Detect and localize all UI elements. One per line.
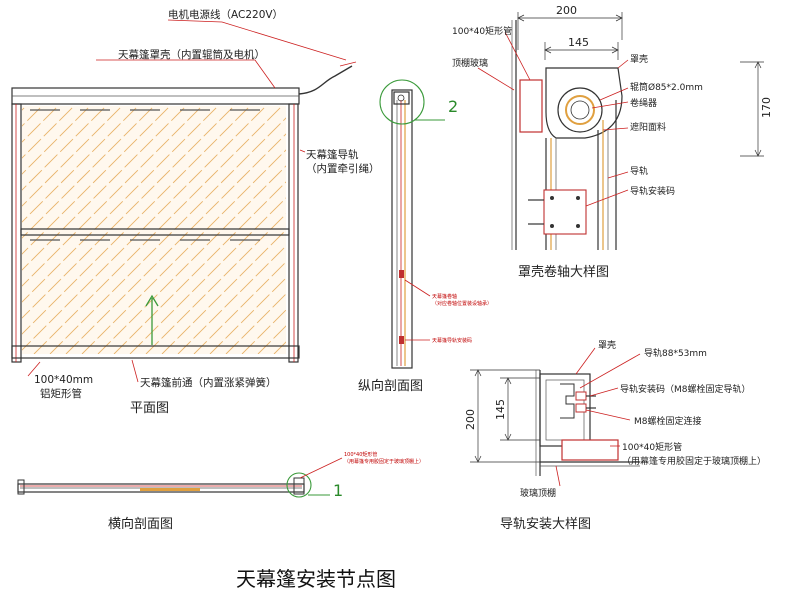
hatch-line [22, 106, 219, 303]
roll-tube-label: 100*40矩形管 [452, 25, 512, 37]
roll-dim-170: 170 [760, 97, 773, 118]
front-bar-label: 天幕篷前通（内置涨紧弹簧） [140, 376, 277, 389]
hatch-line [306, 106, 554, 354]
hatch-line [22, 106, 203, 287]
roll-shell [545, 67, 623, 139]
aluminium-tube-label: 铝矩形管 [40, 387, 82, 400]
hatch-line [290, 106, 538, 354]
rail-dim-145: 145 [494, 399, 507, 420]
cross-section-caption: 横向剖面图 [108, 516, 173, 532]
power-cable [298, 65, 353, 95]
roll-rope-label: 卷绳器 [630, 97, 657, 109]
roll-rail-bracket [543, 189, 587, 235]
roll-dim-145: 145 [568, 36, 589, 49]
hatch-line [209, 277, 286, 354]
rail-dim-200: 200 [464, 409, 477, 430]
long-section-marker-circle [379, 79, 425, 125]
long-section-note-bracket: 天幕篷导轨安装码 [432, 337, 472, 344]
plan-middle-bar [20, 228, 290, 236]
roll-rect-tube [519, 79, 543, 133]
roll-glass-label: 顶棚玻璃 [452, 57, 488, 69]
roll-roller-outer [557, 87, 603, 133]
cross-section-tube-note: 100*40矩形管 [344, 451, 377, 458]
rail-shell-label: 罩壳 [598, 339, 616, 351]
roll-detail-caption: 罩壳卷轴大样图 [518, 264, 609, 280]
long-section-body [391, 89, 413, 369]
hatch-line [97, 165, 286, 354]
hatch-line [22, 106, 171, 255]
cover-shell-label: 天幕篷罩壳（内置辊筒及电机） [118, 48, 265, 61]
plan-dash-marks [30, 109, 260, 241]
cross-section-marker: 1 [333, 481, 343, 500]
hatch-line [22, 106, 155, 239]
rail-tube-glue-label: （用幕篷专用胶固定于玻璃顶棚上） [622, 455, 766, 467]
main-title: 天幕篷安装节点图 [236, 567, 396, 591]
plan-direction-arrow-icon [145, 294, 159, 345]
hatch-line [177, 245, 286, 354]
roll-shaft-detail: 200 145 170 [452, 4, 773, 280]
hatch-line [22, 106, 251, 335]
hatch-line [129, 197, 286, 354]
rail-glass-label: 玻璃顶棚 [520, 487, 556, 499]
rail-rect-tube [561, 439, 619, 461]
roll-rail-label: 导轨 [630, 165, 648, 177]
long-section-note-roller: 天幕篷卷轴 [432, 293, 457, 300]
plan-rail-sub-label: （内置牵引绳） [306, 162, 380, 175]
plan-caption: 平面图 [130, 401, 169, 416]
roll-dim-200: 200 [556, 4, 577, 17]
plan-fabric-hatch [0, 106, 554, 354]
long-section-marker: 2 [448, 97, 458, 116]
long-section-caption: 纵向剖面图 [358, 378, 423, 394]
hatch-line [193, 261, 286, 354]
hatch-line [257, 325, 286, 354]
hatch-line [22, 106, 75, 159]
rail-size-label: 导轨88*53mm [644, 347, 707, 359]
hatch-line [22, 106, 187, 271]
hatch-line [0, 106, 10, 354]
plan-fabric-area [22, 106, 286, 354]
hatch-line [81, 149, 286, 354]
hatch-line [49, 117, 286, 354]
cross-section-glue-note: （用幕篷专用胶固定于玻璃顶棚上） [344, 458, 424, 465]
rail-bolt-label: M8螺栓固定连接 [634, 415, 702, 427]
hatch-line [22, 106, 235, 319]
hatch-line [22, 106, 139, 223]
hatch-line [273, 341, 286, 354]
rail-tube-label: 100*40矩形管 [622, 441, 682, 453]
plan-right-rail [288, 103, 299, 363]
hatch-line [241, 309, 286, 354]
hatch-line [22, 106, 107, 191]
hatch-line [225, 293, 286, 354]
hatch-line [33, 106, 283, 354]
aluminium-tube-size: 100*40mm [34, 374, 93, 386]
hatch-line [22, 106, 123, 207]
plan-left-rail [11, 103, 22, 363]
plan-view: 电机电源线（AC220V） 天幕篷罩壳（内置辊筒及电机） 天幕篷导轨 （内置牵引… [0, 8, 554, 416]
cross-section-marker-circle [286, 472, 312, 498]
long-section-note-bearing: （对应卷轴位置装设轴承） [432, 300, 492, 307]
hatch-line [65, 133, 286, 354]
hatch-line [22, 106, 267, 351]
roll-roller-inner [565, 95, 595, 125]
rail-install-detail: 200 145 罩壳 导轨88*53mm 导轨安装码（M8螺栓固定导轨） M8螺… [464, 339, 766, 532]
plan-rail-label: 天幕篷导轨 [306, 148, 359, 161]
roll-shell-label: 罩壳 [630, 53, 648, 65]
hatch-line [22, 106, 91, 175]
hatch-line [113, 181, 286, 354]
plan-front-bar [11, 345, 300, 359]
hatch-line [161, 229, 286, 354]
cross-section: 1 100*40矩形管 （用幕篷专用胶固定于玻璃顶棚上） 横向剖面图 [17, 451, 424, 532]
roll-bracket-label: 导轨安装码 [630, 185, 675, 197]
roll-fabric-label: 遮阳面料 [630, 121, 666, 133]
longitudinal-section: 2 天幕篷卷轴 （对应卷轴位置装设轴承） 天幕篷导轨安装码 纵向剖面图 [358, 79, 492, 394]
rail-detail-caption: 导轨安装大样图 [500, 517, 591, 532]
hatch-line [145, 213, 286, 354]
roll-roller-label: 辊筒Ø85*2.0mm [630, 81, 703, 93]
rail-bracket-label: 导轨安装码（M8螺栓固定导轨） [620, 383, 751, 395]
power-cable-label: 电机电源线（AC220V） [168, 8, 283, 21]
